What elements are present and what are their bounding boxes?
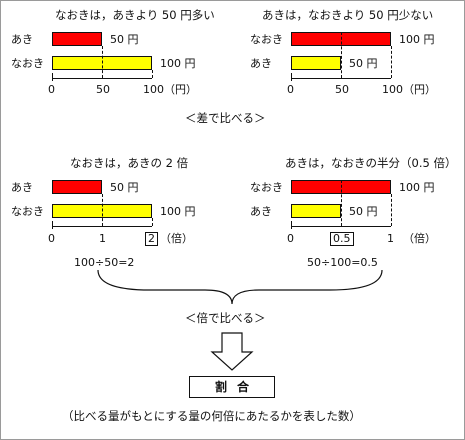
axis-tick: [291, 73, 292, 81]
tick-label: 0: [48, 232, 55, 245]
guide-line: [341, 32, 342, 78]
bar-value-label: 100 円: [399, 33, 435, 46]
bar-value-label: 50 円: [110, 33, 139, 46]
bar-red: [52, 180, 102, 194]
axis-tick: [52, 221, 53, 229]
bar-value-label: 50 円: [110, 181, 139, 194]
definition-text: （比べる量がもとにする量の何倍にあたるかを表した数）: [62, 409, 361, 423]
axis-unit: （倍）: [403, 232, 436, 245]
axis-line: [52, 78, 152, 79]
panel-caption: あきは，なおきの半分（0.5 倍）: [285, 156, 457, 170]
bar-value-label: 50 円: [349, 57, 378, 70]
bar-value-label: 100 円: [160, 205, 196, 218]
axis-line: [52, 226, 152, 227]
tick-label: 0: [287, 83, 294, 96]
bar-value-label: 100 円: [399, 181, 435, 194]
row-label: あき: [11, 181, 33, 194]
row-label: あき: [250, 57, 272, 70]
tick-label: 100: [382, 83, 403, 96]
tick-label: 50: [96, 83, 110, 96]
tick-label: 0: [48, 83, 55, 96]
bar-value-label: 50 円: [349, 205, 378, 218]
tick-label-boxed: 0.5: [330, 232, 354, 246]
guide-line: [341, 180, 342, 226]
section-heading-difference: ＜差で比べる＞: [185, 111, 266, 125]
row-label: なおき: [11, 57, 44, 70]
axis-line: [291, 78, 391, 79]
bar-red: [52, 32, 102, 46]
row-label: なおき: [250, 33, 283, 46]
guide-line: [102, 46, 103, 78]
bar-yellow: [291, 56, 341, 70]
tick-label: 1: [99, 232, 106, 245]
tick-label: 50: [335, 83, 349, 96]
tick-label: 1: [387, 232, 394, 245]
guide-line: [391, 194, 392, 226]
bar-yellow: [291, 204, 341, 218]
axis-unit: （倍）: [160, 232, 193, 245]
guide-line: [391, 46, 392, 78]
guide-line: [152, 218, 153, 226]
section-heading-ratio: ＜倍で比べる＞: [185, 311, 266, 325]
row-label: あき: [11, 33, 33, 46]
bar-value-label: 100 円: [160, 57, 196, 70]
axis-unit: （円）: [164, 83, 197, 96]
panel-caption: なおきは，あきより 50 円多い: [55, 8, 215, 22]
formula: 50÷100=0.5: [307, 256, 378, 269]
guide-line: [152, 70, 153, 78]
result-box: 割合: [189, 376, 275, 398]
row-label: あき: [250, 205, 272, 218]
formula: 100÷50=2: [74, 256, 135, 269]
tick-label: 100: [143, 83, 164, 96]
axis-line: [291, 226, 391, 227]
axis-tick: [291, 221, 292, 229]
panel-caption: なおきは，あきの 2 倍: [70, 156, 189, 170]
guide-line: [102, 194, 103, 226]
axis-unit: （円）: [403, 83, 436, 96]
row-label: なおき: [250, 181, 283, 194]
panel-caption: あきは，なおきより 50 円少ない: [262, 8, 434, 22]
tick-label-boxed: 2: [145, 232, 158, 246]
tick-label: 0: [287, 232, 294, 245]
row-label: なおき: [11, 205, 44, 218]
axis-tick: [52, 73, 53, 81]
